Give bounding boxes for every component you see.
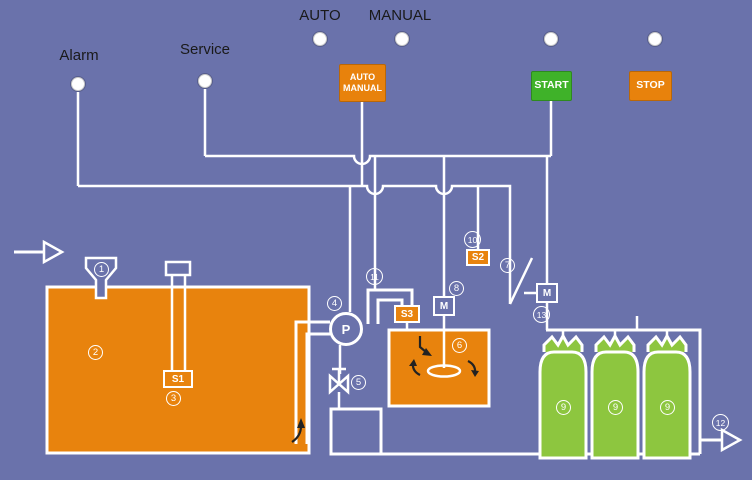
sensor-s1-box: S1 (163, 370, 193, 388)
mixer-motor-label: M (439, 300, 449, 312)
mixer-impeller (426, 364, 462, 378)
auto-indicator-lamp (313, 32, 327, 46)
service-label: Service (179, 41, 231, 58)
tag-5: 5 (351, 375, 366, 390)
tag-10: 10 (464, 231, 481, 248)
auto-manual-button-line1: AUTO (349, 71, 376, 82)
manual-indicator-lamp (395, 32, 409, 46)
sensor-s3-label: S3 (400, 308, 414, 320)
gas-bottle-3 (642, 332, 692, 460)
sensor-s1-label: S1 (171, 373, 185, 385)
mixer-inflow-arrow-icon (418, 336, 432, 356)
tag-11: 11 (366, 268, 383, 285)
alarm-indicator-lamp (71, 77, 85, 91)
sensor-s3-box: S3 (394, 305, 420, 323)
alarm-label: Alarm (59, 47, 99, 64)
suction-flow-arrow-icon (291, 418, 305, 443)
gas-bottle-1 (538, 332, 588, 460)
pump: P (329, 312, 363, 346)
rotation-arrow-right-icon (467, 360, 479, 377)
control-bus-upper (205, 154, 551, 166)
auto-label: AUTO (299, 7, 341, 24)
tag-9b: 9 (608, 400, 623, 415)
tag-6: 6 (452, 338, 467, 353)
sensor-s2-box: S2 (466, 249, 490, 266)
probe-fitting (164, 260, 192, 277)
tag-1: 1 (94, 262, 109, 277)
mixer-motor-box: M (433, 296, 455, 316)
service-indicator-lamp (198, 74, 212, 88)
tag-2: 2 (88, 345, 103, 360)
start-button[interactable]: START (531, 71, 572, 101)
tag-7: 7 (500, 258, 515, 273)
tag-9c: 9 (660, 400, 675, 415)
transfer-motor-box: M (536, 283, 558, 303)
transfer-motor-label: M (542, 287, 552, 299)
tag-12: 12 (712, 414, 729, 431)
stop-button-label: STOP (636, 79, 665, 92)
rotation-arrow-left-icon (409, 359, 421, 376)
suction-pipe (294, 320, 330, 444)
tag-3: 3 (166, 391, 181, 406)
auto-manual-button-line2: MANUAL (343, 83, 382, 93)
outflow-arrow-icon (700, 427, 743, 453)
stop-button[interactable]: STOP (629, 71, 672, 101)
start-button-label: START (534, 79, 569, 92)
pump-label: P (341, 321, 351, 337)
pump-outlet-pipe (366, 288, 414, 324)
tag-8: 8 (449, 281, 464, 296)
stop-indicator-lamp (648, 32, 662, 46)
gas-manifold-pipe (546, 328, 702, 454)
tag-4: 4 (327, 296, 342, 311)
sample-tank (329, 407, 383, 456)
start-indicator-lamp (544, 32, 558, 46)
tag-13: 13 (533, 306, 550, 323)
valve-icon (328, 367, 350, 395)
manual-label: MANUAL (368, 7, 432, 24)
mixer-tank (387, 328, 491, 408)
gas-bottle-2 (590, 332, 640, 460)
inflow-arrow-icon (14, 239, 65, 265)
auto-manual-button[interactable]: AUTO MANUAL (339, 64, 386, 102)
sensor-s2-label: S2 (471, 252, 485, 263)
tag-9a: 9 (556, 400, 571, 415)
control-bus-lower (78, 184, 512, 252)
